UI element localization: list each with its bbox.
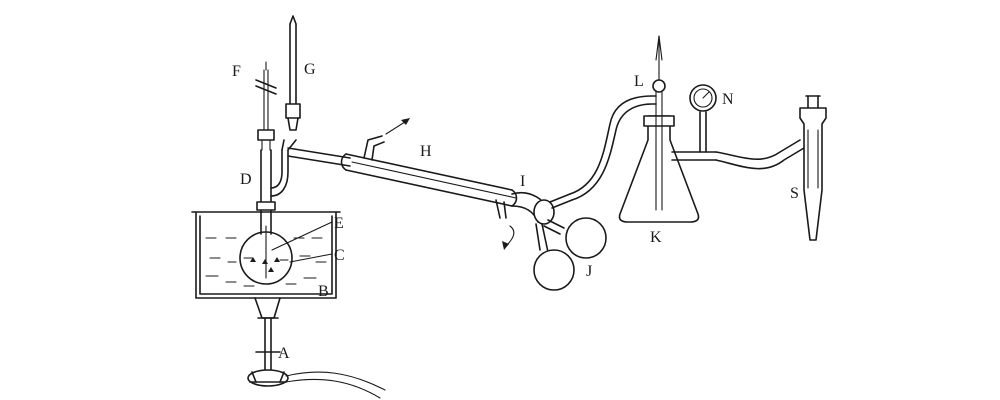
- label-b: B: [318, 283, 329, 300]
- label-s: S: [790, 185, 799, 202]
- label-i: I: [520, 173, 525, 190]
- label-n: N: [722, 91, 734, 108]
- label-f: F: [232, 63, 241, 80]
- label-g: G: [304, 61, 316, 78]
- thermometer-g: [285, 15, 301, 131]
- adapter-i: [511, 191, 573, 225]
- tubing-to-s: [715, 139, 805, 170]
- capillary-f: [255, 61, 277, 131]
- label-a: A: [278, 345, 290, 362]
- label-c: C: [334, 247, 345, 264]
- label-e: E: [334, 215, 344, 232]
- leader-e: [271, 221, 333, 251]
- column-d: [256, 129, 297, 211]
- gauge-n: [689, 84, 717, 112]
- leader-c: [289, 253, 333, 263]
- drying-tube-s: [799, 95, 827, 241]
- connecting-arm: [287, 147, 351, 167]
- burner-a: [247, 317, 386, 399]
- receiver-j: [533, 217, 607, 291]
- label-j: J: [586, 263, 592, 280]
- flask-c: [239, 209, 293, 285]
- side-arm-k: [671, 111, 717, 161]
- label-d: D: [240, 171, 252, 188]
- water-bath-b: [191, 211, 341, 319]
- label-h: H: [420, 143, 432, 160]
- label-l: L: [634, 73, 644, 90]
- tubing-to-k: [569, 95, 657, 201]
- label-k: K: [650, 229, 662, 246]
- flask-k: [618, 35, 700, 223]
- condenser-h: [340, 118, 518, 250]
